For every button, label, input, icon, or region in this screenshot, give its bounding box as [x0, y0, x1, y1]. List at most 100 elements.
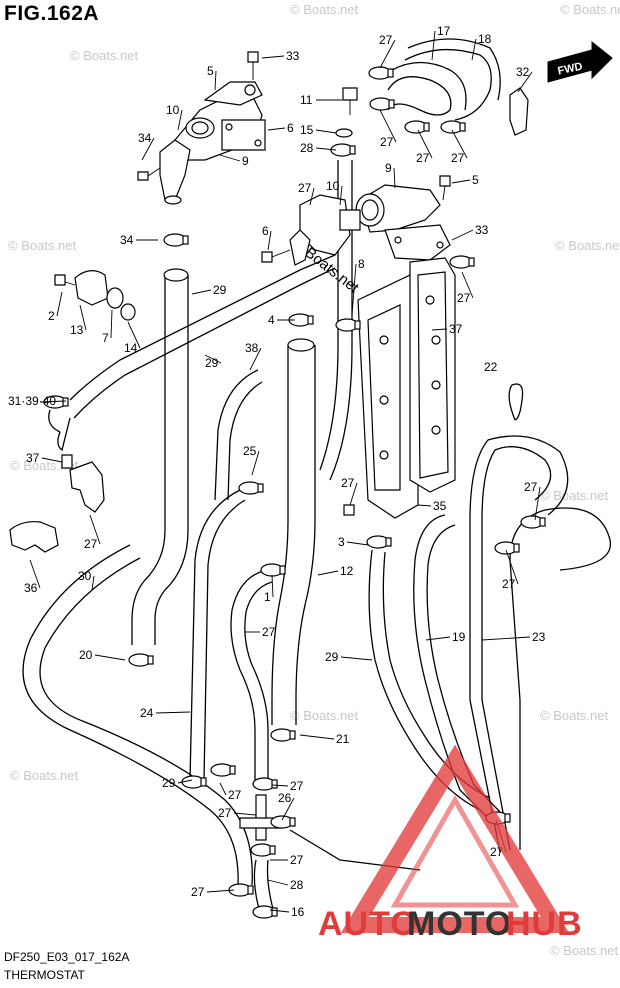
callout-number: 33	[475, 223, 489, 237]
logo-text-auto: AUTO	[318, 905, 418, 943]
hose-clamp	[250, 843, 276, 857]
callout-leader	[269, 909, 290, 913]
callout-number: 29	[205, 356, 219, 370]
automotohub-logo: AUTO MOTO HUB	[318, 744, 582, 943]
callout-number: 38	[245, 341, 259, 355]
callout-number: 3	[338, 535, 345, 549]
callout-number: 23	[532, 630, 546, 644]
hose-clamp	[369, 97, 395, 111]
callout-number: 17	[437, 24, 451, 38]
callout-leader	[299, 734, 335, 740]
callout-number: 27	[380, 135, 394, 149]
hose-23	[413, 514, 491, 821]
callout-number: 16	[291, 905, 305, 919]
callout-leader	[517, 71, 533, 93]
callout-leader	[281, 797, 295, 821]
hose-21	[189, 489, 241, 781]
hose-clamp	[252, 905, 278, 919]
watermark-text: © Boats.net	[10, 768, 79, 783]
callout-number: 9	[242, 154, 249, 168]
thermostat-cover-upper	[159, 81, 266, 205]
callout-leader	[214, 70, 217, 91]
hose-clamp	[181, 775, 207, 789]
callout-number: 12	[340, 564, 354, 578]
callout-number: 27	[524, 480, 538, 494]
watermark-text: © Boats.net	[8, 238, 77, 253]
callout-leader	[349, 482, 358, 506]
hose-20	[230, 569, 269, 780]
callout-leader	[141, 137, 155, 161]
hose-clamp	[210, 763, 236, 777]
callout-leader	[451, 229, 474, 241]
misc-parts: FWD	[9, 40, 613, 841]
callout-leader	[309, 187, 315, 206]
callout-number: 4	[268, 313, 275, 327]
callout-leader	[379, 109, 397, 143]
callout-leader	[191, 289, 212, 295]
callout-leader	[351, 263, 357, 316]
callout-number: 15	[300, 123, 314, 137]
callout-leader	[233, 812, 257, 816]
bolts	[54, 51, 451, 516]
watermark-text: © Boats.net	[555, 238, 620, 253]
callout-leader	[206, 889, 235, 893]
svg-text:FWD: FWD	[557, 61, 584, 78]
callout-number: 27	[451, 151, 465, 165]
hose-clamp	[335, 318, 361, 332]
callout-number: 26	[278, 791, 292, 805]
callout-number: 6	[287, 121, 294, 135]
callout-number: 22	[484, 360, 498, 374]
callout-leader	[89, 514, 101, 545]
hose-17	[387, 76, 452, 116]
hose-24	[481, 446, 552, 851]
callout-number: 24	[140, 706, 154, 720]
figure-code: DF250_E03_017_162A	[4, 950, 130, 964]
callout-leader	[39, 400, 67, 403]
hose-clamp	[252, 777, 278, 791]
callout-number: 8	[358, 257, 365, 271]
callout-leader	[461, 271, 474, 299]
hose-clamp	[520, 515, 546, 529]
hose-38	[69, 254, 336, 401]
callout-number: 6	[262, 224, 269, 238]
callout-leader	[505, 549, 519, 585]
callout-number: 27	[290, 853, 304, 867]
watermark-text: © Boats.net	[550, 943, 619, 958]
callout-leader	[417, 504, 432, 507]
callout-leader	[451, 179, 471, 184]
callout-leader	[379, 39, 396, 69]
watermark-text: © Boats.net	[540, 488, 609, 503]
hose-22	[214, 369, 259, 501]
callout-leader	[261, 55, 285, 59]
callout-number: 27	[457, 291, 471, 305]
callout-leader	[346, 541, 369, 546]
hose-1	[271, 345, 289, 725]
callout-leader	[204, 354, 222, 364]
callout-number: 27	[191, 885, 205, 899]
callout-number: 27	[341, 476, 355, 490]
callout-number: 29	[162, 776, 176, 790]
hose-clamp	[238, 481, 264, 495]
watermark-text: © Boats.net	[290, 708, 359, 723]
hose-18	[404, 48, 492, 121]
callout-leader	[91, 575, 95, 591]
callout-leader	[177, 779, 193, 784]
callout-number: 27	[218, 806, 232, 820]
callout-number: 30	[78, 569, 92, 583]
callout-number: 32	[516, 65, 530, 79]
callout-leader	[451, 129, 468, 159]
thermostat-cover-lower	[289, 184, 451, 266]
figure-title: FIG.162A	[4, 2, 100, 25]
callout-number: 27	[290, 779, 304, 793]
callout-leader	[267, 879, 289, 886]
logo-text-moto: MOTO	[407, 905, 512, 943]
callout-leader	[315, 147, 337, 151]
callout-number: 29	[325, 650, 339, 664]
callout-leader	[271, 784, 289, 787]
callout-number: 7	[102, 331, 109, 345]
hose-clamp	[288, 313, 314, 327]
hose-clamp	[440, 120, 466, 134]
hose-clamp	[270, 815, 296, 829]
callout-leader	[41, 457, 63, 463]
